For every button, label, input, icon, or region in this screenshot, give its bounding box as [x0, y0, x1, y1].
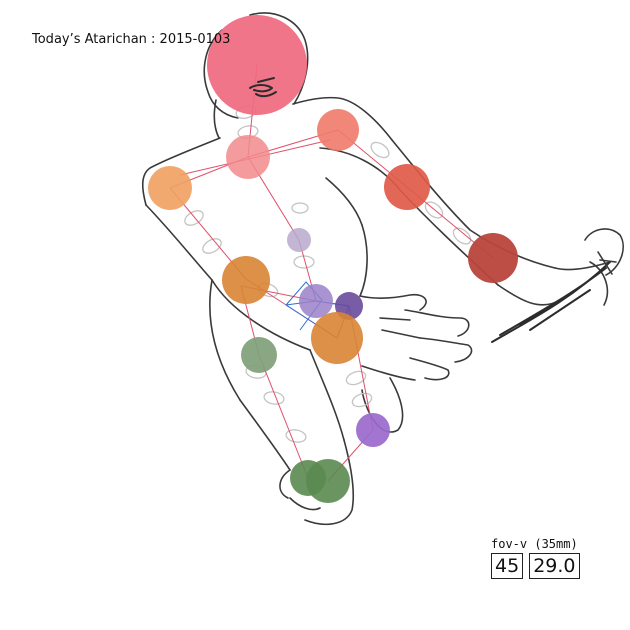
fov-label: fov-v (35mm)	[491, 537, 578, 551]
fov-degrees-field[interactable]: 45	[491, 553, 524, 579]
joint-spine[interactable]	[287, 228, 311, 252]
page-title: Today’s Atarichan : 2015-0103	[32, 32, 231, 47]
joint-wrist-right[interactable]	[468, 233, 518, 283]
joint-hip-center[interactable]	[299, 284, 333, 318]
fov-panel: fov-v (35mm) 45 29.0	[491, 536, 601, 579]
joint-head[interactable]	[207, 15, 307, 115]
joint-markers[interactable]	[148, 15, 518, 503]
joint-hand-left[interactable]	[311, 312, 363, 364]
joint-shoulder-right[interactable]	[317, 109, 359, 151]
fov-focal-field[interactable]: 29.0	[529, 553, 580, 579]
face-sketch	[249, 77, 277, 98]
joint-elbow-right[interactable]	[384, 164, 430, 210]
joint-neck[interactable]	[226, 135, 270, 179]
joint-foot-right[interactable]	[306, 459, 350, 503]
joint-knee-left[interactable]	[241, 337, 277, 373]
fov-values: 45 29.0	[491, 553, 601, 579]
joint-shoulder-left[interactable]	[148, 166, 192, 210]
body-outline	[141, 12, 624, 526]
joint-knee-right[interactable]	[356, 413, 390, 447]
joint-hip-left[interactable]	[222, 256, 270, 304]
